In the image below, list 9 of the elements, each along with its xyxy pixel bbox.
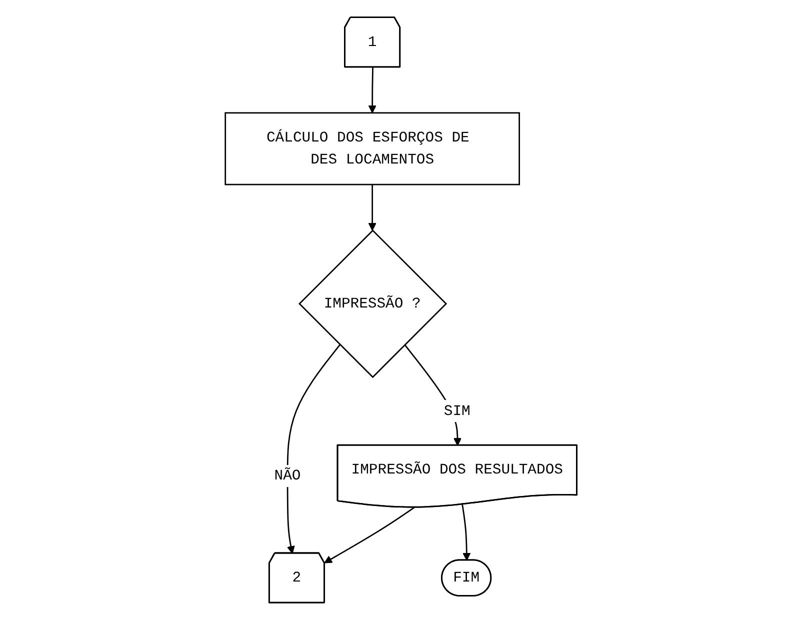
node-box: CÁLCULO DOS ESFORÇOS DE DES LOCAMENTOS bbox=[224, 112, 520, 185]
edge-label: NÃO bbox=[274, 467, 301, 484]
arrow bbox=[368, 184, 376, 230]
arrow bbox=[462, 504, 471, 560]
edge-label: SIM bbox=[444, 402, 470, 419]
arrow bbox=[286, 344, 340, 554]
node-diamond: IMPRESSÃO ? bbox=[298, 229, 448, 378]
arrow bbox=[368, 66, 376, 113]
arrow bbox=[324, 506, 414, 563]
